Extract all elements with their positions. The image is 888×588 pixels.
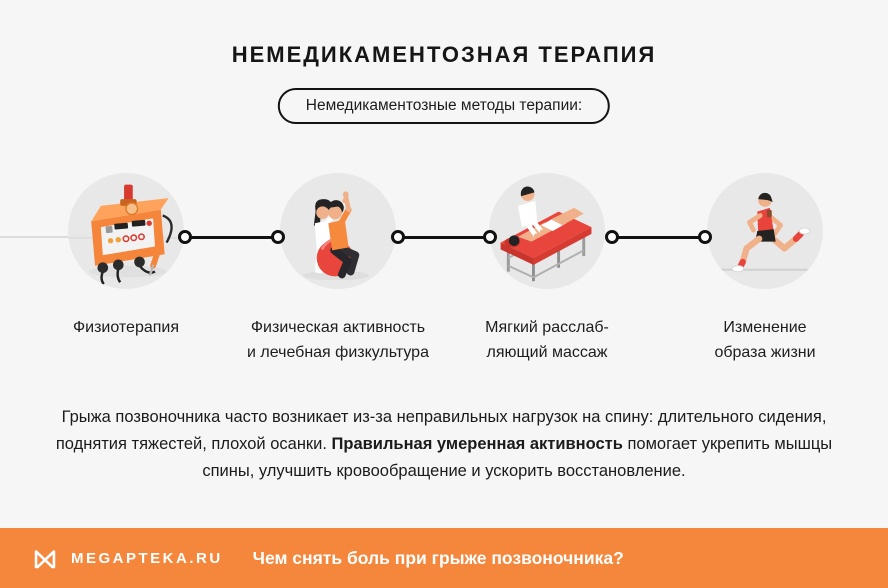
caption-massage: Мягкий расслаб- ляющий массаж (427, 315, 667, 365)
connector-2 (391, 230, 497, 244)
connector-ring (178, 230, 192, 244)
subtitle-pill: Немедикаментозные методы терапии: (277, 88, 611, 124)
caption-lifestyle: Изменение образа жизни (645, 315, 885, 365)
massage-table-icon (500, 186, 592, 282)
caption-line: и лечебная физкультура (247, 344, 429, 361)
caption-line: Физиотерапия (72, 319, 180, 336)
footer-question: Чем снять боль при грыже позвоночника? (252, 547, 624, 568)
running-person-icon (718, 192, 811, 273)
page-title: НЕМЕДИКАМЕНТОЗНАЯ ТЕРАПИЯ (231, 42, 657, 67)
paragraph-text-before: Грыжа позвоночника часто возникает из-за… (55, 408, 827, 453)
caption-line: Мягкий расслаб- (485, 319, 609, 336)
caption-line: ляющий массаж (486, 344, 608, 361)
footer-brand: MEGAPTEKA.RU (71, 549, 223, 567)
method-circle-lifestyle (707, 173, 823, 289)
connector-ring (698, 230, 712, 244)
connector-ring (271, 230, 285, 244)
connector-line (188, 235, 275, 239)
connector-line (401, 235, 487, 239)
paragraph-text-bold: Правильная умеренная активность (331, 435, 623, 453)
connector-ring (483, 230, 497, 244)
connector-line (615, 235, 702, 239)
caption-line: Физическая активность (250, 319, 426, 336)
method-circle-massage (489, 173, 605, 289)
connector-ring (391, 230, 405, 244)
decorative-line (0, 236, 72, 238)
paragraph-text-after: помогает укрепить мышцы спины, улучшить … (202, 435, 833, 480)
connector-ring (605, 230, 619, 244)
caption-physiotherapy: Физиотерапия (6, 315, 246, 340)
caption-line: Изменение (723, 319, 807, 336)
caption-exercise: Физическая активность и лечебная физкуль… (218, 315, 458, 365)
method-circle-physiotherapy (68, 173, 184, 289)
footer-bar: MEGAPTEKA.RU Чем снять боль при грыже по… (0, 528, 888, 588)
exercise-ball-icon (303, 191, 369, 281)
subtitle-pill-label: Немедикаментозные методы терапии: (305, 97, 583, 114)
connector-3 (605, 230, 712, 244)
megapteka-logo-icon (34, 550, 56, 569)
body-paragraph: Грыжа позвоночника часто возникает из-за… (34, 404, 854, 485)
method-circle-exercise (280, 173, 396, 289)
connector-1 (178, 230, 285, 244)
physiotherapy-device-icon (68, 184, 184, 285)
caption-line: образа жизни (714, 344, 816, 361)
